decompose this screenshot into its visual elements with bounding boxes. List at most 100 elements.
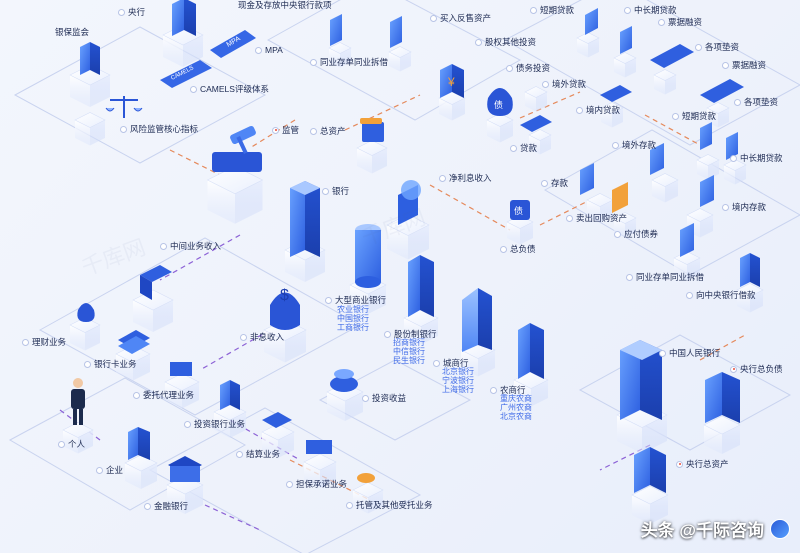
pedestal-block bbox=[132, 289, 174, 332]
label-marker-icon bbox=[614, 230, 621, 238]
label-marker-icon bbox=[255, 46, 262, 54]
pedestal-block bbox=[576, 32, 600, 58]
label-text: 央行 bbox=[128, 7, 146, 17]
label-marker-icon bbox=[626, 273, 633, 281]
brand-logo-icon bbox=[770, 518, 790, 539]
bank-name: 农业银行 bbox=[337, 305, 369, 314]
bank-name: 工商银行 bbox=[337, 323, 369, 332]
percent-blocks-icon bbox=[585, 8, 738, 160]
label-foreign-deposit: 境外存款 bbox=[612, 140, 656, 150]
label-text: 买入反售资产 bbox=[440, 13, 492, 23]
label-text: 委托代理业务 bbox=[143, 390, 195, 400]
seal-text: 债 bbox=[514, 205, 523, 217]
pedestal-block bbox=[261, 423, 295, 458]
label-marker-icon bbox=[530, 6, 537, 14]
yen-bag-icon bbox=[77, 303, 95, 322]
bank-name: 重庆农商 bbox=[500, 394, 532, 403]
label-short-loan-top: 短期贷款 bbox=[530, 5, 574, 15]
label-marker-icon bbox=[576, 106, 583, 114]
bank-name: 民生银行 bbox=[393, 356, 425, 365]
label-text: 中间业务收入 bbox=[170, 241, 222, 251]
label-text: 企业 bbox=[106, 465, 124, 475]
label-text: 央行总资产 bbox=[686, 459, 729, 469]
pedestal-block bbox=[460, 341, 496, 377]
label-pboc: 中国人民银行 bbox=[659, 348, 720, 358]
small-building-icon bbox=[220, 380, 240, 410]
enterprise-building-icon bbox=[128, 427, 150, 460]
bank-name: 招商银行 bbox=[393, 338, 425, 347]
label-marker-icon bbox=[722, 203, 729, 211]
pedestal-block bbox=[613, 52, 637, 78]
label-risk-indicators: 风险监管核心指标 bbox=[120, 124, 198, 134]
label-text: 同业存单同业拆借 bbox=[636, 272, 705, 282]
bank-name: 中国银行 bbox=[337, 314, 369, 323]
label-individual: 个人 bbox=[58, 439, 85, 449]
label-marker-icon bbox=[510, 144, 517, 152]
financial-bank-icon bbox=[168, 456, 202, 482]
pedestal-block bbox=[69, 317, 101, 351]
label-financial-bank: 金融银行 bbox=[144, 501, 188, 511]
label-marker-icon bbox=[286, 480, 293, 488]
pedestal-block bbox=[486, 113, 514, 143]
label-text: 风险监管核心指标 bbox=[130, 124, 199, 134]
label-central-total-liab: 央行总负债 bbox=[730, 364, 783, 374]
label-central-total-assets: 央行总资产 bbox=[676, 459, 729, 469]
label-net-interest-income: 净利息收入 bbox=[439, 173, 492, 183]
label-camels: CAMELS评级体系 bbox=[190, 84, 269, 94]
label-text: 境内存款 bbox=[732, 202, 767, 212]
label-text: 境内贷款 bbox=[586, 105, 621, 115]
label-investment-income: 投资收益 bbox=[362, 393, 406, 403]
card-stack-icon bbox=[118, 330, 150, 354]
label-reverse-repo: 买入反售资产 bbox=[430, 13, 491, 23]
pedestal-block bbox=[686, 208, 714, 238]
label-marker-icon bbox=[541, 179, 548, 187]
label-marker-icon bbox=[190, 85, 197, 93]
pedestal-block bbox=[673, 251, 701, 281]
label-marker-icon bbox=[346, 501, 353, 509]
gavel-icon bbox=[212, 125, 262, 172]
label-text: 应付债券 bbox=[624, 229, 659, 239]
label-text: CAMELS评级体系 bbox=[200, 84, 269, 94]
label-supervision: 监管 bbox=[272, 125, 299, 135]
label-interbank-deposit: 同业存单同业拆借 bbox=[310, 57, 388, 67]
label-marker-icon bbox=[325, 296, 332, 304]
label-marker-icon bbox=[475, 38, 482, 46]
label-large-bank: 大型商业银行 bbox=[325, 295, 386, 305]
label-text: 总资产 bbox=[320, 126, 346, 136]
label-marker-icon bbox=[730, 365, 737, 373]
tower-joint-stock bbox=[408, 255, 434, 317]
pedestal-block bbox=[352, 482, 384, 514]
label-marker-icon bbox=[612, 141, 619, 149]
bank-name: 广州农商 bbox=[500, 403, 532, 412]
label-text: 贷款 bbox=[520, 143, 538, 153]
pedestal-block bbox=[524, 86, 548, 112]
label-marker-icon bbox=[542, 80, 549, 88]
large-bank-list: 农业银行中国银行工商银行 bbox=[337, 305, 369, 332]
seal-icon: 债 bbox=[510, 200, 530, 220]
pedestal-block bbox=[723, 159, 747, 185]
pedestal-block bbox=[631, 485, 669, 524]
label-marker-icon bbox=[506, 64, 513, 72]
label-text: 中长期贷款 bbox=[634, 5, 677, 15]
label-text: 卖出回购资产 bbox=[576, 213, 628, 223]
label-guarantee: 担保承诺业务 bbox=[286, 479, 347, 489]
scale-icon bbox=[105, 96, 143, 118]
label-text: 债务投资 bbox=[516, 63, 551, 73]
pedestal-block bbox=[115, 345, 151, 381]
label-bank: 银行 bbox=[322, 186, 349, 196]
label-marker-icon bbox=[310, 58, 317, 66]
pedestal-block bbox=[303, 453, 337, 488]
label-rural-bank: 农商行 bbox=[490, 385, 526, 395]
label-non-interest-income: 非息收入 bbox=[240, 332, 284, 342]
label-marker-icon bbox=[672, 112, 679, 120]
label-advances-2: 各项垫资 bbox=[734, 97, 778, 107]
label-card-business: 银行卡业务 bbox=[84, 359, 137, 369]
label-payables: 应付债券 bbox=[614, 229, 658, 239]
pedestal-block bbox=[703, 415, 741, 454]
label-text: 监管 bbox=[282, 125, 300, 135]
label-marker-icon bbox=[624, 6, 631, 14]
pedestal-block bbox=[651, 173, 679, 203]
label-marker-icon bbox=[310, 127, 317, 135]
